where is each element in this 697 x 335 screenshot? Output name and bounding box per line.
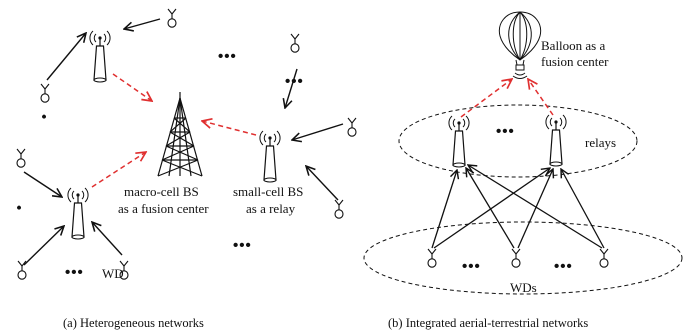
- relay-label-line1: small-cell BS: [233, 184, 304, 199]
- wd-icon: [347, 117, 357, 137]
- wd-icon: [40, 83, 50, 103]
- macro-cell-tower-icon: [157, 92, 203, 177]
- ellipsis-wds-left: •••: [462, 258, 481, 275]
- ellipsis-bottom: •••: [65, 264, 84, 281]
- balloon-label-line1: Balloon as a: [541, 38, 606, 53]
- uplink-arrows-right: [431, 165, 605, 249]
- uplink-arrows-left: [23, 18, 344, 266]
- ellipsis-relays: •••: [496, 123, 515, 140]
- wd-icon: [427, 248, 437, 268]
- relay-to-bs-arrows: [91, 73, 257, 188]
- relays-label: relays: [585, 135, 617, 150]
- bs-label-line1: macro-cell BS: [124, 184, 199, 199]
- relay-small-cell-icon: [259, 130, 281, 183]
- wd-icon: [167, 8, 177, 28]
- ellipsis-mid: •••: [233, 237, 252, 254]
- wds-group-ellipse: [363, 221, 683, 295]
- relay-right-1-icon: [448, 115, 470, 168]
- relay-top-left-icon: [89, 30, 111, 83]
- wd-icon: [511, 248, 521, 268]
- relay-label-line2: as a relay: [246, 201, 296, 216]
- wd-icon: [334, 199, 344, 219]
- balloon-icon: [498, 11, 542, 71]
- relays-group-ellipse: [398, 104, 638, 178]
- balloon-label-line2: fusion center: [541, 54, 609, 69]
- caption-left: (a) Heterogeneous networks: [63, 316, 204, 330]
- relay-right-2-icon: [545, 114, 567, 167]
- wd-icon: [599, 248, 609, 268]
- wd-icon: [16, 148, 26, 168]
- relay-to-balloon-arrows: [460, 79, 554, 118]
- wds-label: WDs: [510, 280, 537, 295]
- bs-label-line2: as a fusion center: [118, 201, 209, 216]
- ellipsis-top: •••: [218, 48, 237, 65]
- ellipsis-wds-right: •••: [554, 258, 573, 275]
- wd-label: WD: [102, 266, 124, 281]
- caption-right: (b) Integrated aerial-terrestrial networ…: [388, 316, 589, 330]
- balloon-signal-icon: [512, 72, 528, 79]
- wd-icon: [290, 33, 300, 53]
- relay-bottom-left-icon: [67, 187, 89, 240]
- ellipsis-right: •••: [285, 73, 304, 90]
